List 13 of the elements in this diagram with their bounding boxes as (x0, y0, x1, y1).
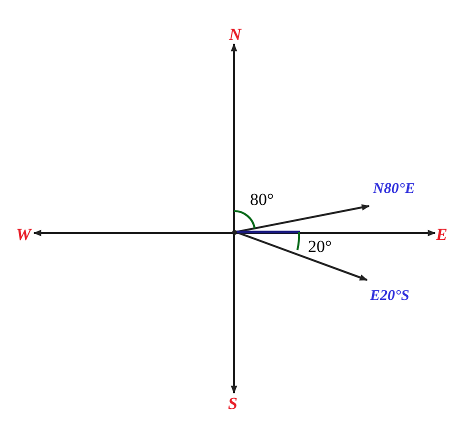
direction-label: E20°S (370, 288, 410, 305)
arrow (236, 204, 370, 233)
arrow (33, 230, 436, 236)
angle-label: 80° (250, 191, 274, 208)
arrow (236, 231, 368, 281)
direction-label: E (436, 225, 448, 244)
direction-label: N (229, 25, 242, 44)
arrow (230, 43, 238, 394)
origin-point (232, 230, 236, 234)
direction-label: S (228, 394, 238, 413)
angle-label: 20° (308, 238, 332, 255)
direction-label: N80°E (373, 181, 415, 198)
direction-label: W (16, 225, 32, 244)
